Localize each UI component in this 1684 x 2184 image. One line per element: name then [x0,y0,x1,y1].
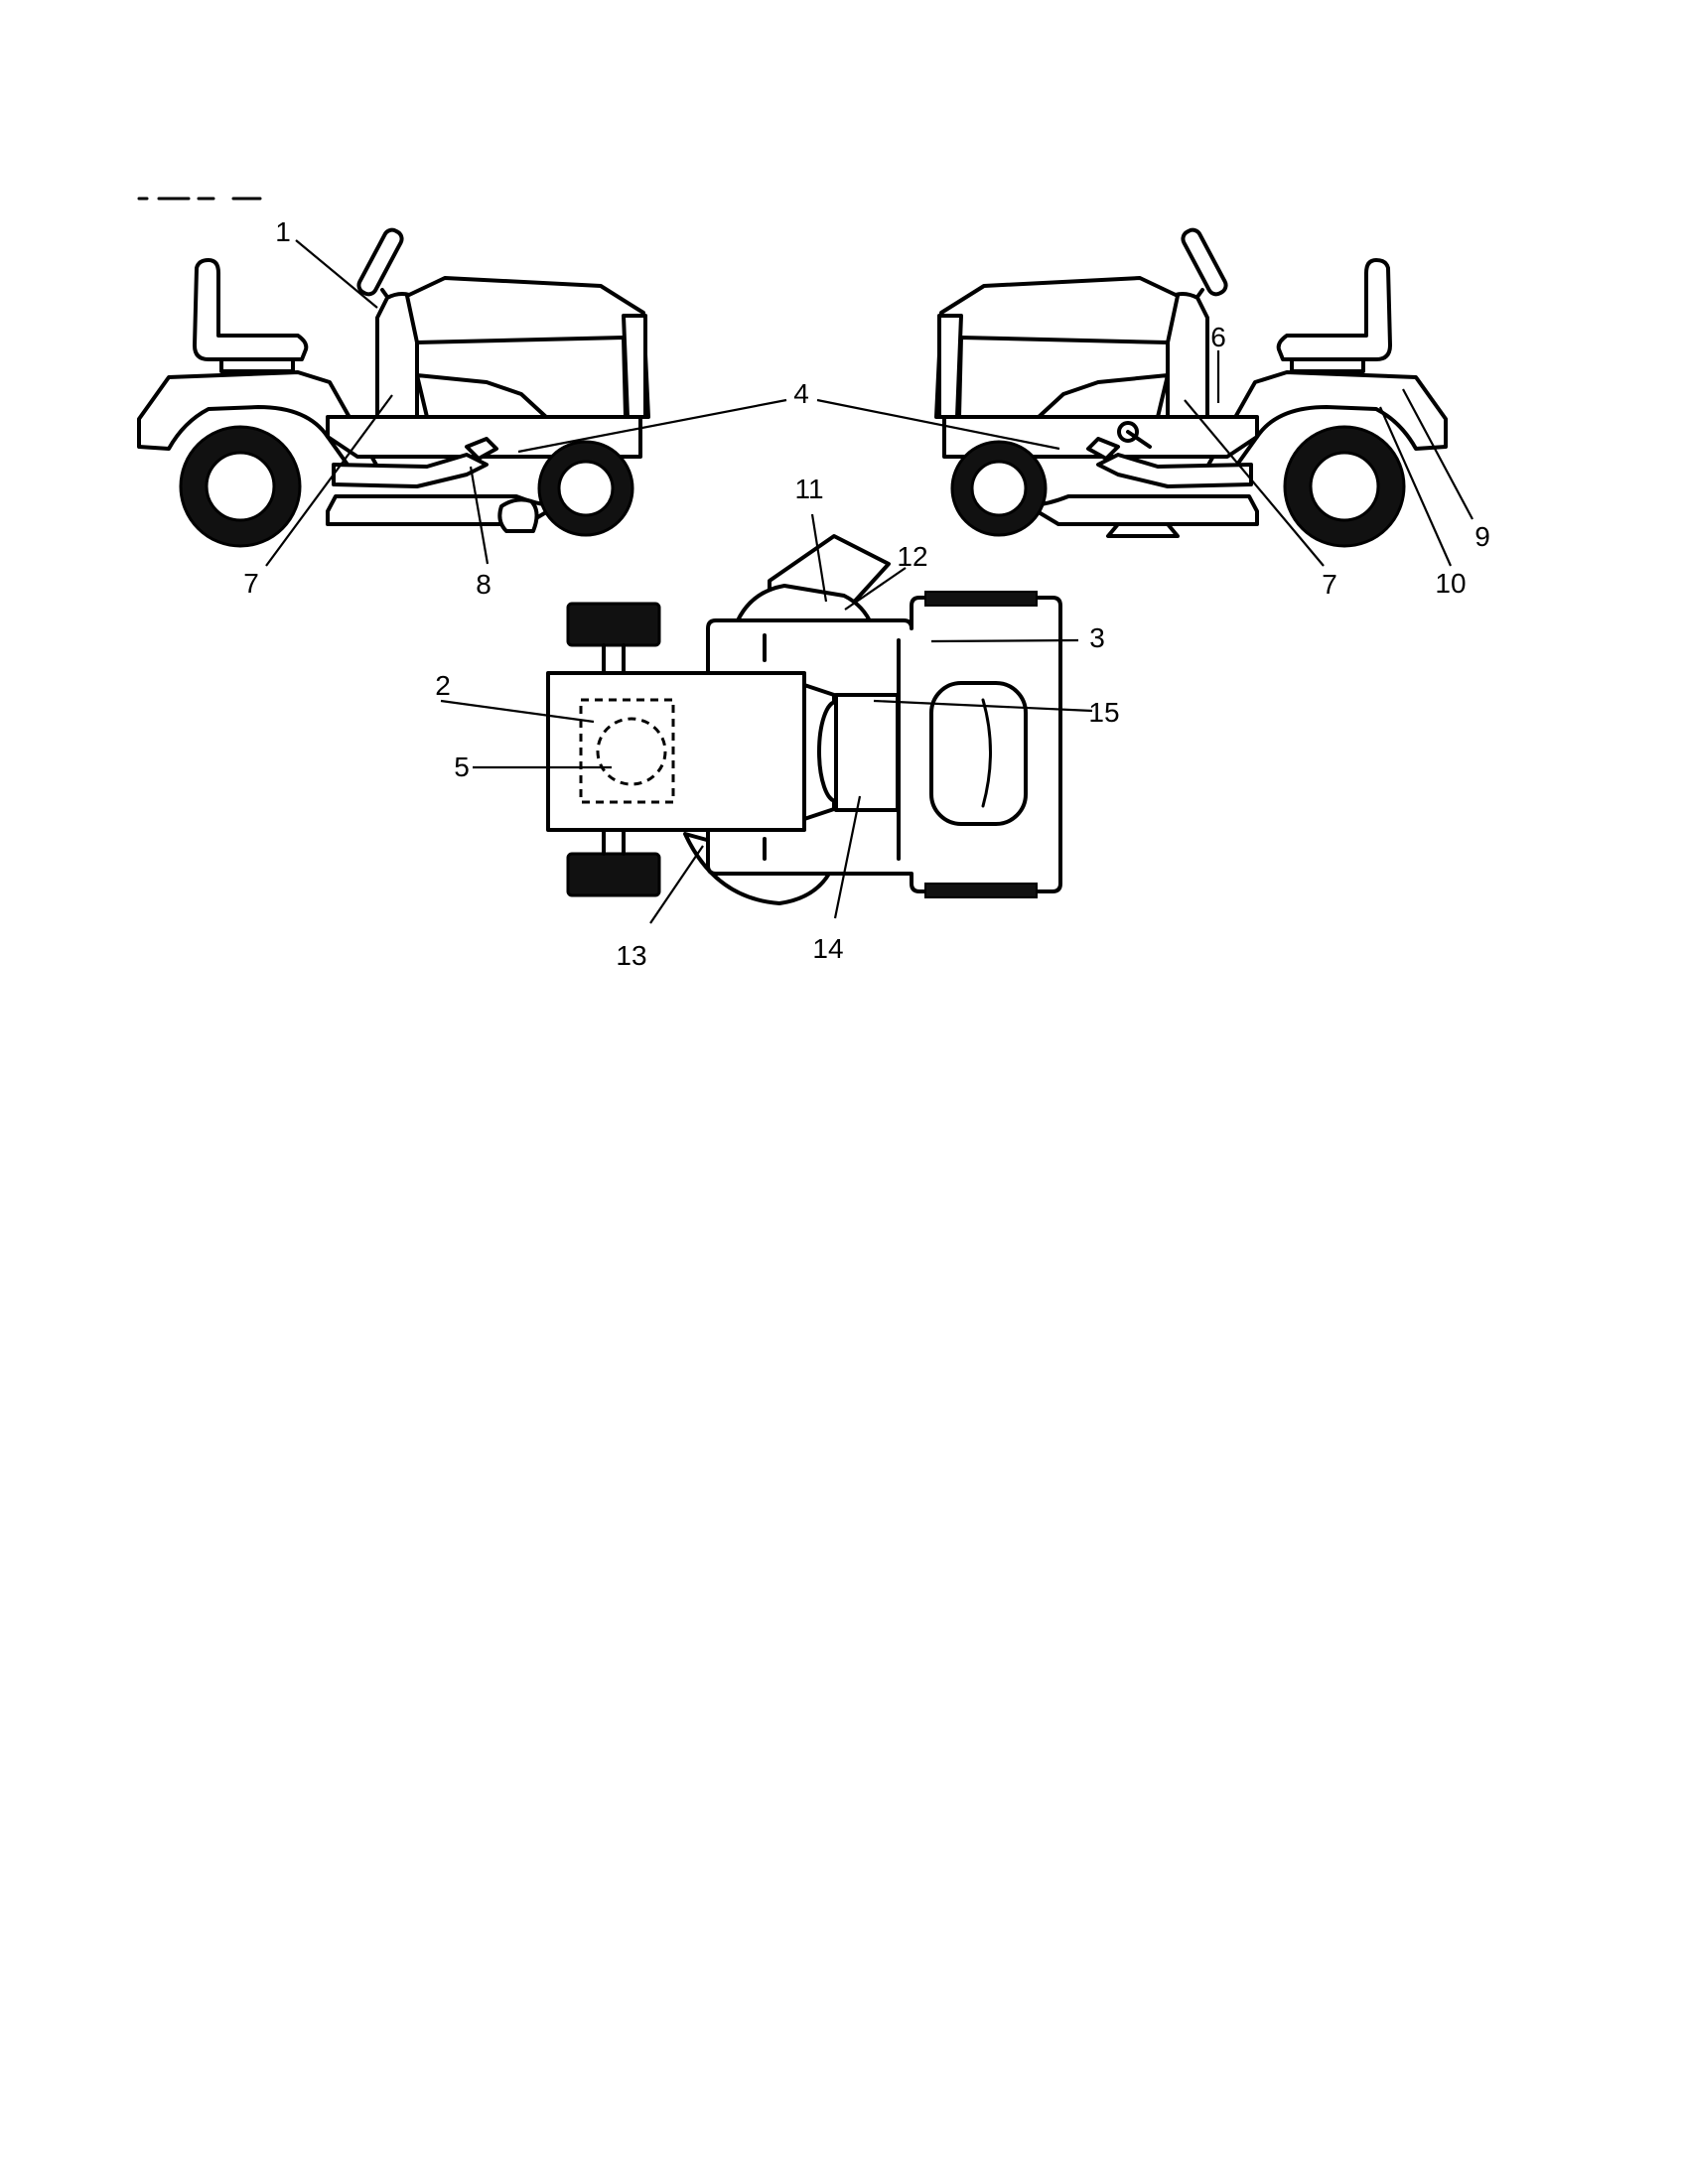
callout-14: 14 [812,933,843,964]
hood-side [1037,373,1170,419]
leader-4a [517,398,787,454]
grille [622,314,647,419]
seat [1276,258,1392,361]
leader-9 [1402,388,1474,520]
leader-2 [440,699,595,724]
leader-15 [873,699,1093,713]
callout-15: 15 [1088,697,1119,728]
hood-side [415,373,548,419]
console [834,693,900,812]
leader-4b [816,398,1060,451]
seat-base [219,357,295,373]
hood [405,276,650,419]
callouts: 1 2 3 4 5 6 7 7 8 9 10 11 12 13 14 15 [243,216,1490,971]
leader-14 [833,795,862,919]
rear-tire-bottom [924,883,1038,898]
top-view [546,534,1062,905]
front-tire-top [566,602,661,647]
leader-3 [930,638,1079,643]
callout-13: 13 [616,940,646,971]
leader-lines [265,239,1474,924]
seat-top [929,681,1028,826]
lift-lever-shaft [1126,430,1152,449]
callout-7-left: 7 [243,568,259,599]
leader-13 [649,845,704,924]
steering-wheel [1181,227,1228,297]
rear-tire-top [924,591,1038,607]
lift-lever [1086,437,1120,461]
seat [193,258,309,361]
deck-discharge [497,497,539,533]
leader-1 [295,239,378,309]
callout-3: 3 [1089,622,1105,653]
left-side-view [137,227,650,548]
seat-back [981,698,992,808]
engine-outline [579,698,675,804]
running-board [332,453,489,488]
rear-hub [205,451,276,522]
callout-11: 11 [794,474,823,504]
hood [934,276,1180,419]
steering-wheel [356,227,404,297]
callout-2: 2 [435,670,451,701]
running-board [1096,453,1253,488]
pedal [465,437,498,461]
right-side-view [934,227,1448,548]
deck-discharge [1106,522,1180,538]
callout-9: 9 [1474,521,1490,552]
callout-1: 1 [275,216,291,247]
callout-5: 5 [454,751,470,782]
front-hub [970,460,1028,517]
callout-7-right: 7 [1322,569,1337,600]
callout-10: 10 [1435,568,1466,599]
leader-12 [844,567,907,611]
leader-10 [1378,406,1453,567]
front-hub [557,460,615,517]
leader-11 [810,513,828,603]
callout-6: 6 [1210,322,1226,352]
leader-8 [469,466,490,565]
grille [937,314,963,419]
hood-top [546,671,806,832]
leader-7a [265,394,393,567]
rear-hub [1309,451,1380,522]
dash-tower [375,292,419,429]
engine-cap-outline [596,717,667,786]
callout-12: 12 [897,541,927,572]
front-tire-bottom [566,852,661,897]
callout-8: 8 [476,569,491,600]
dash-tower [1166,292,1209,429]
callout-4: 4 [793,378,809,409]
leader-7b [1184,399,1325,567]
mower-deck [1027,494,1259,526]
seat-base [1290,357,1365,373]
